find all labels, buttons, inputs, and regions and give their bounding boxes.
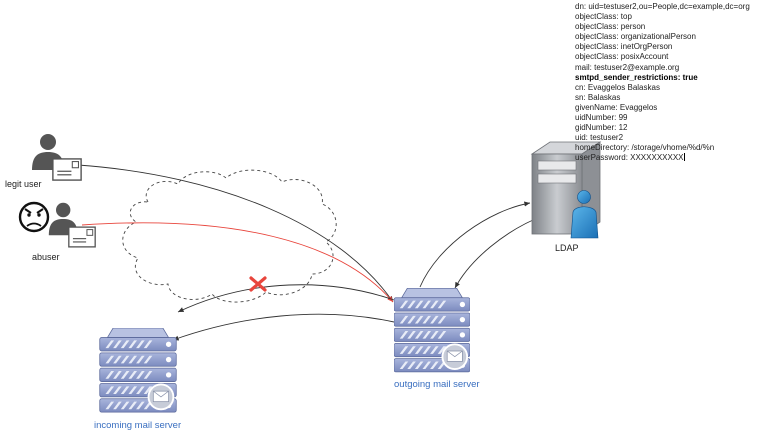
ldap-entry-line: objectClass: top (575, 12, 632, 22)
incoming-mail-server-label: incoming mail server (94, 420, 182, 431)
x-mark-icon (249, 276, 267, 292)
ldap-entry-line: uid: testuser2 (575, 133, 624, 143)
abuser-arrow (81, 222, 394, 303)
ldap-entry-line: objectClass: person (575, 22, 646, 32)
legit-user-arrow (77, 164, 394, 303)
ldap-entry-line: objectClass: inetOrgPerson (575, 42, 673, 52)
text-cursor (683, 153, 685, 162)
ldap-entry-line: sn: Balaskas (575, 92, 621, 102)
envelope-icon (68, 226, 96, 248)
ldap-entry-line: uidNumber: 99 (575, 113, 628, 123)
incoming-mail-server-icon (98, 328, 178, 414)
abuser-label: abuser (32, 252, 60, 262)
ldap-entry-line: mail: testuser2@example.org (575, 62, 680, 72)
ldap-entry-line: smtpd_sender_restrictions: true (575, 72, 698, 82)
cloud-icon (122, 169, 337, 303)
ldap-entry-line: gidNumber: 12 (575, 123, 628, 133)
envelope-icon (52, 158, 82, 181)
ldap-entry-line: cn: Evaggelos Balaskas (575, 82, 660, 92)
ldap-entry-line: dn: uid=testuser2,ou=People,dc=example,d… (575, 2, 750, 11)
ldap-entry-line: objectClass: posixAccount (575, 52, 669, 62)
ldap-entry-line: userPassword: XXXXXXXXXX (575, 153, 685, 163)
blocked-delivery-arrow (177, 284, 395, 313)
abuser-icon (18, 201, 96, 248)
ldap-response-arrow (454, 214, 546, 289)
angry-face-icon (18, 201, 50, 233)
ldap-entry-text: dn: uid=testuser2,ou=People,dc=example,d… (575, 2, 750, 164)
ldap-entry-line: objectClass: organizationalPerson (575, 32, 696, 42)
outgoing-mail-server-label: outgoing mail server (394, 379, 480, 390)
ldap-server-icon (530, 141, 602, 239)
ldap-query-arrow (419, 201, 531, 288)
outgoing-mail-server-icon (394, 288, 470, 373)
ldap-label: LDAP (555, 243, 579, 253)
ldap-entry-line: givenName: Evaggelos (575, 102, 658, 112)
legit-user-label: legit user (5, 179, 42, 189)
delivery-arrow (172, 313, 395, 341)
legit-user-icon (32, 134, 82, 181)
ldap-entry-line: homeDirectory: /storage/vhome/%d/%n (575, 143, 715, 153)
